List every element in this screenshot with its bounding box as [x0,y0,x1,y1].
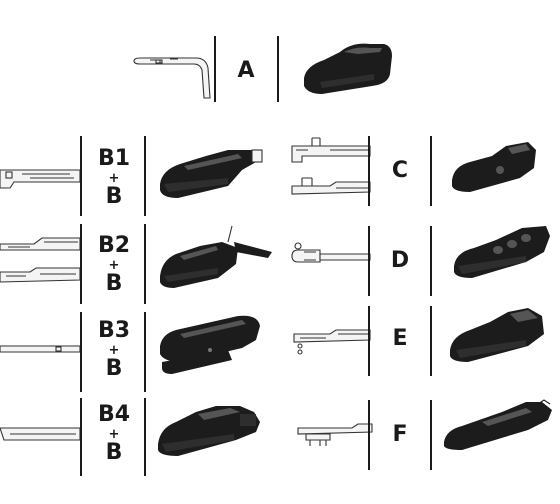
wiper-adapter-icon [160,149,263,198]
plus-sign: + [108,258,120,273]
adapter-label-b: B [105,184,123,209]
wiper-adapter-icon [454,226,550,278]
wiper-arm-hook-icon [133,57,211,99]
divider-line [430,226,432,296]
divider-line [80,136,82,216]
divider-line [144,398,146,476]
wiper-adapter-icon [450,308,544,362]
plus-sign: + [108,171,120,186]
wiper-arm-hook-icon [297,423,373,446]
divider-line [144,312,146,392]
adapter-label-b4: B4 [97,402,131,427]
wiper-arm-hook-icon [0,237,81,283]
divider-line [368,226,370,296]
divider-line [214,36,216,102]
divider-line [144,224,146,304]
divider-line [430,136,432,206]
wiper-arm-hook-icon [293,329,371,355]
adapter-label-b: B [105,271,123,296]
divider-line [80,398,82,476]
wiper-adapter-icon [444,399,552,450]
wiper-adapter-icon [452,142,536,192]
divider-line [430,400,432,470]
divider-line [80,312,82,392]
plus-sign: + [108,427,120,442]
divider-line [80,224,82,304]
wiper-arm-hook-icon [291,242,371,263]
divider-line [277,36,279,102]
adapter-label-b: B [105,440,123,465]
adapter-label-b2: B2 [97,233,131,258]
divider-line [144,136,146,216]
adapter-label-a: A [237,58,255,83]
wiper-adapter-icon [160,315,260,374]
adapter-label-b: B [105,356,123,381]
wiper-adapter-icon [304,43,392,94]
wiper-arm-hook-icon [291,137,371,195]
adapter-label-e: E [392,326,408,351]
divider-line [430,306,432,376]
divider-line [368,400,370,470]
adapter-label-f: F [392,422,408,447]
wiper-arm-hook-icon [0,345,81,353]
adapter-label-d: D [390,248,410,273]
wiper-adapter-icon [160,225,272,288]
divider-line [368,136,370,206]
wiper-arm-hook-icon [0,427,81,441]
adapter-label-b1: B1 [97,146,131,171]
divider-line [368,306,370,376]
wiper-adapter-icon [158,406,260,456]
adapter-label-b3: B3 [97,318,131,343]
adapter-label-c: C [391,158,409,183]
plus-sign: + [108,343,120,358]
wiper-arm-hook-icon [0,169,81,189]
